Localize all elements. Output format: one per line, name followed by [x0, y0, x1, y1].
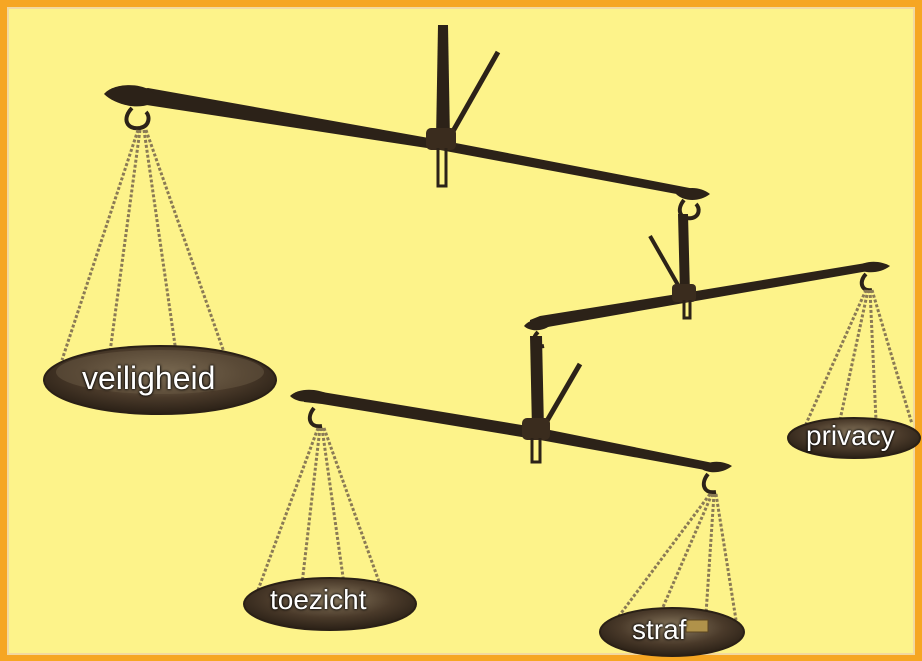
lower-right-finial: [700, 461, 732, 473]
lower-left-finial: [290, 389, 328, 402]
middle-fulcrum: [672, 284, 696, 302]
top-right-finial: [676, 188, 710, 200]
lower-right-hook: [701, 472, 717, 495]
middle-fulcrum-hook: [682, 300, 692, 320]
lower-fulcrum: [522, 418, 550, 440]
lower-left-hook: [307, 406, 323, 429]
top-fulcrum: [426, 128, 456, 150]
label-straf: straf: [632, 614, 687, 645]
top-fulcrum-hook: [436, 148, 448, 188]
top-right-hook: [677, 198, 701, 221]
top-pointer: [436, 25, 450, 140]
pan-veiligheid: [43, 129, 277, 415]
middle-right-finial: [856, 261, 890, 273]
middle-left-finial: [524, 319, 552, 331]
pan-straf: [599, 493, 745, 657]
pan-privacy: [787, 289, 921, 459]
top-pointer-arm: [445, 50, 501, 142]
lower-beam: [304, 392, 718, 472]
middle-hanger: [678, 214, 690, 294]
lower-hanger: [530, 336, 544, 430]
top-left-finial: [104, 85, 155, 107]
label-veiligheid: veiligheid: [82, 360, 216, 396]
lower-balance: [290, 336, 732, 495]
label-toezicht: toezicht: [270, 584, 367, 615]
lower-fulcrum-hook: [530, 438, 542, 464]
pan-toezicht: [243, 427, 417, 631]
label-privacy: privacy: [806, 420, 895, 451]
middle-pointer-arm: [648, 235, 684, 293]
middle-balance: [524, 214, 890, 349]
top-beam: [118, 88, 700, 198]
middle-right-hook: [859, 272, 873, 293]
lower-pointer-arm: [541, 362, 583, 428]
middle-beam: [530, 262, 874, 328]
top-left-hook: [124, 106, 151, 131]
straf-weight: [685, 619, 709, 633]
top-balance: [104, 25, 710, 221]
